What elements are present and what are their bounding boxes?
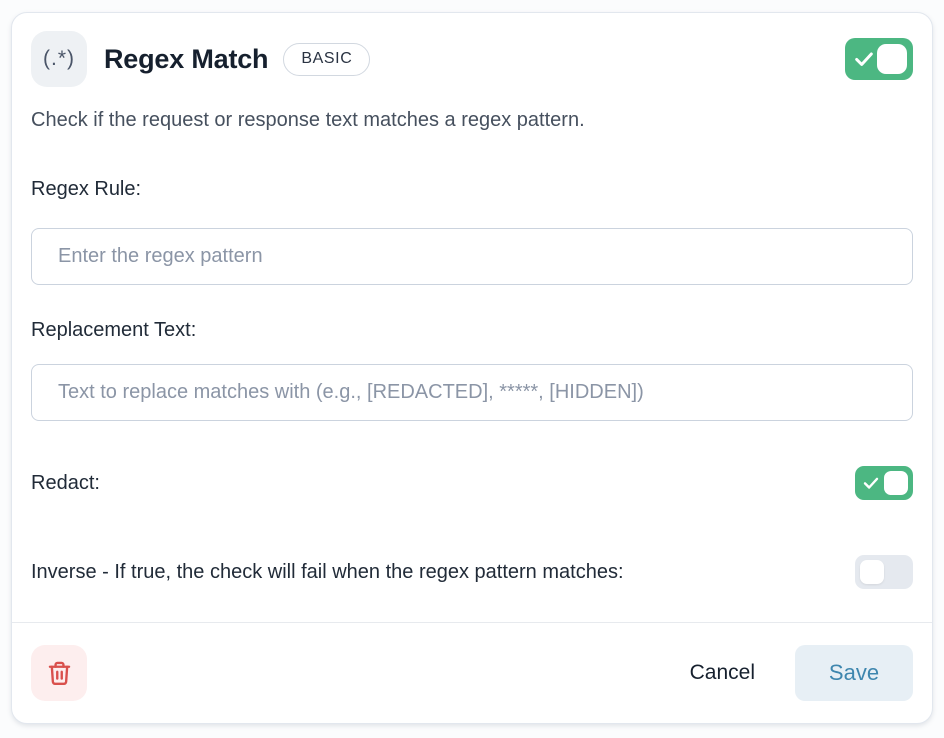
regex-plugin-icon: (.*) [31, 31, 87, 87]
redact-row: Redact: [31, 466, 913, 500]
toggle-knob [877, 44, 907, 74]
regex-rule-label: Regex Rule: [31, 178, 142, 200]
trash-icon [48, 661, 70, 685]
check-icon [863, 477, 879, 489]
replacement-text-label: Replacement Text: [31, 319, 197, 341]
inverse-toggle[interactable] [855, 555, 913, 589]
dialog-header: (.*) Regex Match BASIC [31, 31, 913, 87]
inverse-row: Inverse - If true, the check will fail w… [31, 555, 913, 589]
regex-icon-glyph: (.*) [43, 47, 75, 70]
regex-match-dialog: (.*) Regex Match BASIC Check if the requ… [11, 12, 933, 724]
regex-rule-input[interactable] [31, 228, 913, 285]
check-icon [855, 52, 873, 66]
dialog-body: (.*) Regex Match BASIC Check if the requ… [12, 13, 932, 622]
page-title: Regex Match [104, 43, 269, 74]
dialog-footer: Cancel Save [12, 622, 932, 723]
cancel-button[interactable]: Cancel [668, 651, 777, 695]
delete-button[interactable] [31, 645, 87, 701]
toggle-knob [884, 471, 908, 495]
redact-toggle[interactable] [855, 466, 913, 500]
enabled-toggle[interactable] [845, 38, 913, 80]
replacement-text-input[interactable] [31, 364, 913, 421]
basic-badge: BASIC [283, 42, 371, 76]
toggle-knob [860, 560, 884, 584]
save-button[interactable]: Save [795, 645, 913, 701]
dialog-description: Check if the request or response text ma… [31, 109, 585, 131]
redact-label: Redact: [31, 471, 100, 494]
inverse-label: Inverse - If true, the check will fail w… [31, 560, 624, 583]
